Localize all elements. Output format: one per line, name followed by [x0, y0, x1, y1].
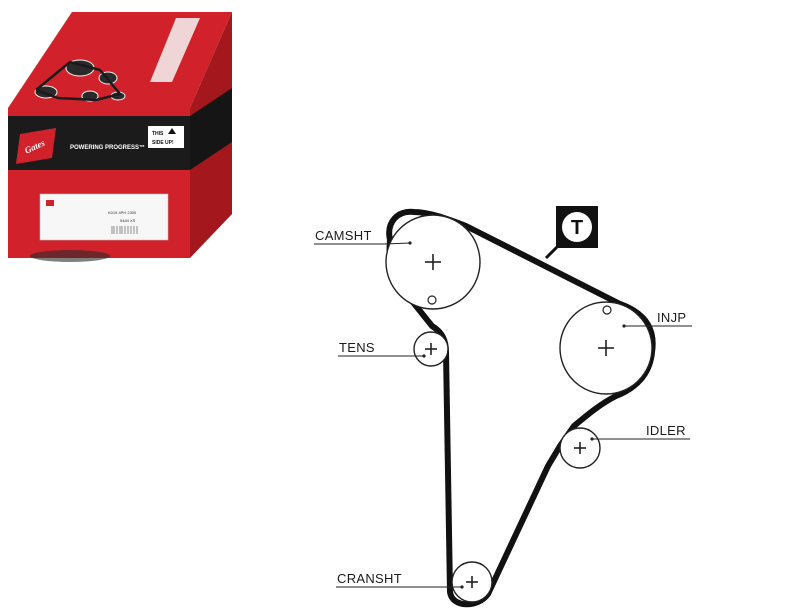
tensioner-pulley	[413, 331, 449, 367]
label-injp: INJP	[622, 310, 692, 328]
idler-pulley	[559, 427, 601, 469]
barcode-icon	[111, 226, 138, 234]
injp-timing-mark	[602, 305, 612, 315]
belt-diagram: T CAMSHT INJP TENS IDLER C	[314, 206, 692, 608]
camshaft-timing-mark	[427, 295, 437, 305]
up-arrow-icon	[168, 128, 176, 134]
crankshaft-pulley	[451, 561, 493, 603]
camshaft-pulley	[385, 214, 481, 310]
svg-text:TENS: TENS	[339, 340, 375, 355]
top-logo-strip	[150, 18, 200, 82]
label-cransht: CRANSHT	[336, 571, 464, 589]
product-box: Gates POWERING PROGRESS™ THIS SIDE UP! K…	[8, 12, 232, 262]
svg-text:SIDE UP!: SIDE UP!	[152, 140, 174, 146]
timing-flag-circle	[562, 212, 592, 242]
label-tens: TENS	[338, 340, 426, 358]
svg-text:IDLER: IDLER	[646, 423, 686, 438]
svg-text:5484 XS: 5484 XS	[120, 218, 136, 223]
svg-text:CRANSHT: CRANSHT	[337, 571, 402, 586]
orientation-label: THIS SIDE UP!	[148, 126, 184, 148]
brand-tagline: POWERING PROGRESS™	[70, 144, 145, 151]
timing-flag: T	[544, 206, 598, 260]
brand-logo: Gates	[16, 128, 56, 164]
timing-flag-pointer	[544, 242, 562, 260]
svg-text:INJP: INJP	[657, 310, 686, 325]
side-black-band	[190, 88, 232, 170]
label-camsht: CAMSHT	[314, 228, 412, 245]
label-idler: IDLER	[590, 423, 690, 441]
product-label: K015 4PH 2300 5484 XS	[39, 193, 169, 241]
label-logo-mark	[46, 200, 54, 206]
pulley-print	[34, 59, 126, 102]
svg-text:THIS: THIS	[152, 131, 164, 137]
svg-text:K015 4PH 2300: K015 4PH 2300	[108, 210, 137, 215]
box-shadow	[30, 250, 110, 262]
injection-pump-pulley	[559, 301, 653, 395]
timing-mark-letter: T	[571, 217, 583, 239]
svg-text:CAMSHT: CAMSHT	[315, 228, 372, 243]
